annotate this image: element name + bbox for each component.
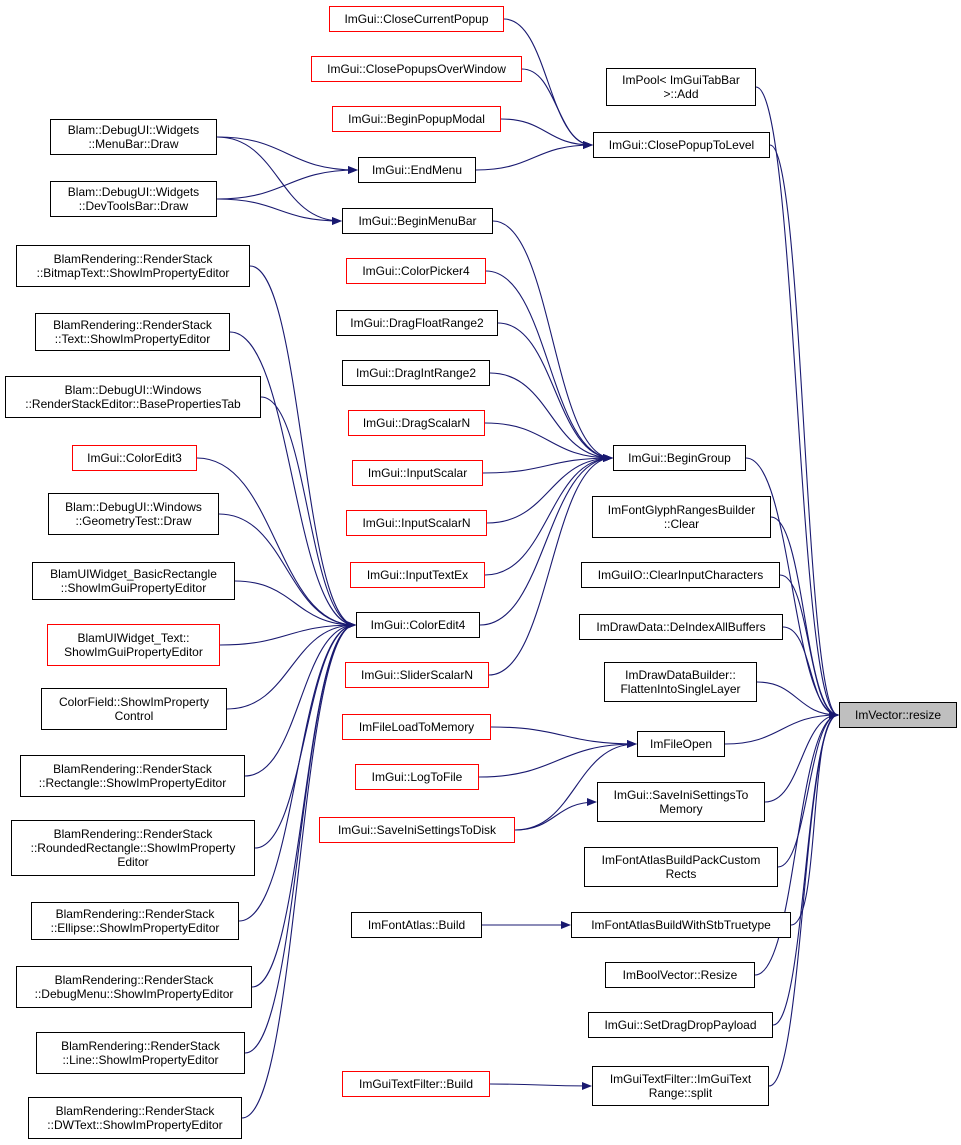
edge-inputscalarn-to-begingroup bbox=[486, 454, 613, 524]
edge-devtoolsbar-draw-to-beginmenubar bbox=[216, 198, 342, 225]
edge-saveinisettingstodisk-to-fileopen bbox=[514, 740, 637, 831]
edge-logtofile-to-fileopen bbox=[478, 740, 637, 778]
node-basicrectangle-editor[interactable]: BlamUIWidget_BasicRectangle ::ShowImGuiP… bbox=[32, 562, 235, 600]
node-glyphranges-clear[interactable]: ImFontGlyphRangesBuilder ::Clear bbox=[592, 496, 771, 538]
node-coloredit4[interactable]: ImGui::ColorEdit4 bbox=[356, 612, 480, 638]
edge-flattenintosinglelayer-to-imvector-resize bbox=[756, 681, 839, 719]
node-dwtext-editor[interactable]: BlamRendering::RenderStack ::DWText::Sho… bbox=[28, 1097, 242, 1139]
edge-widget-text-editor-to-coloredit4 bbox=[219, 621, 356, 646]
node-saveinisettingstodisk[interactable]: ImGui::SaveIniSettingsToDisk bbox=[319, 817, 515, 843]
edge-beginpopupmodal-to-closepopuptolevel bbox=[500, 118, 593, 149]
node-closepopuptolevel[interactable]: ImGui::ClosePopupToLevel bbox=[593, 132, 770, 158]
node-rectangle-editor[interactable]: BlamRendering::RenderStack ::Rectangle::… bbox=[20, 755, 245, 797]
node-boolvector-resize[interactable]: ImBoolVector::Resize bbox=[605, 962, 755, 988]
edge-dwtext-editor-to-coloredit4 bbox=[241, 621, 356, 1119]
edge-ellipse-editor-to-coloredit4 bbox=[238, 621, 356, 922]
node-coloredit3[interactable]: ImGui::ColorEdit3 bbox=[72, 445, 197, 471]
edge-imguitabbar-add-to-imvector-resize bbox=[755, 86, 839, 719]
node-geometrytest-draw[interactable]: Blam::DebugUI::Windows ::GeometryTest::D… bbox=[48, 493, 219, 535]
edge-inputtextex-to-begingroup bbox=[484, 454, 613, 576]
edge-rectangle-editor-to-coloredit4 bbox=[244, 621, 356, 777]
node-textrange-split[interactable]: ImGuiTextFilter::ImGuiText Range::split bbox=[592, 1066, 769, 1106]
node-roundedrectangle-editor[interactable]: BlamRendering::RenderStack ::RoundedRect… bbox=[11, 820, 255, 876]
node-colorfield-editor[interactable]: ColorField::ShowImProperty Control bbox=[41, 688, 227, 730]
edge-setdragdroppayload-to-imvector-resize bbox=[772, 711, 839, 1026]
node-fontatlas-build[interactable]: ImFontAtlas::Build bbox=[351, 912, 482, 938]
edge-line-editor-to-coloredit4 bbox=[244, 621, 356, 1054]
node-deindexallbuffers[interactable]: ImDrawData::DeIndexAllBuffers bbox=[579, 614, 783, 640]
edge-filelooadtomemory-to-fileopen bbox=[490, 726, 637, 748]
edge-dragscalarn-to-begingroup bbox=[484, 422, 613, 462]
node-closepopupsoverwindow[interactable]: ImGui::ClosePopupsOverWindow bbox=[311, 56, 522, 82]
node-logtofile[interactable]: ImGui::LogToFile bbox=[355, 764, 479, 790]
node-beginmenubar[interactable]: ImGui::BeginMenuBar bbox=[342, 208, 493, 234]
node-closecurrentpopup[interactable]: ImGui::CloseCurrentPopup bbox=[329, 6, 504, 32]
node-colorpicker4[interactable]: ImGui::ColorPicker4 bbox=[346, 258, 486, 284]
edge-beginmenubar-to-begingroup bbox=[492, 220, 613, 462]
edge-boolvector-resize-to-imvector-resize bbox=[754, 711, 839, 976]
edge-menubar-draw-to-endmenu bbox=[216, 136, 358, 174]
edge-textfilter-build-to-textrange-split bbox=[489, 1081, 592, 1090]
edge-coloredit3-to-coloredit4 bbox=[196, 457, 356, 629]
edge-debugmenu-editor-to-coloredit4 bbox=[251, 621, 356, 988]
node-beginpopupmodal[interactable]: ImGui::BeginPopupModal bbox=[332, 106, 501, 132]
node-debugmenu-editor[interactable]: BlamRendering::RenderStack ::DebugMenu::… bbox=[16, 966, 252, 1008]
node-flattenintosinglelayer[interactable]: ImDrawDataBuilder:: FlattenIntoSingleLay… bbox=[604, 662, 757, 702]
node-devtoolsbar-draw[interactable]: Blam::DebugUI::Widgets ::DevToolsBar::Dr… bbox=[50, 181, 217, 217]
node-inputscalarn[interactable]: ImGui::InputScalarN bbox=[346, 510, 487, 536]
node-sliderscalarn[interactable]: ImGui::SliderScalarN bbox=[345, 662, 489, 688]
edge-geometrytest-draw-to-coloredit4 bbox=[218, 513, 356, 629]
node-saveinisettingstomemory[interactable]: ImGui::SaveIniSettingsTo Memory bbox=[597, 782, 765, 822]
node-inputtextex[interactable]: ImGui::InputTextEx bbox=[350, 562, 485, 588]
edge-saveinisettingstomemory-to-imvector-resize bbox=[764, 711, 839, 803]
node-bitmaptext-editor[interactable]: BlamRendering::RenderStack ::BitmapText:… bbox=[16, 245, 250, 287]
node-basepropertiestab[interactable]: Blam::DebugUI::Windows ::RenderStackEdit… bbox=[5, 376, 261, 418]
edge-closepopuptolevel-to-imvector-resize bbox=[769, 144, 839, 719]
edge-inputscalar-to-begingroup bbox=[482, 454, 613, 474]
edge-devtoolsbar-draw-to-endmenu bbox=[216, 166, 358, 200]
node-textfilter-build[interactable]: ImGuiTextFilter::Build bbox=[342, 1071, 490, 1097]
edge-fileopen-to-imvector-resize bbox=[724, 711, 839, 745]
edge-closepopupsoverwindow-to-closepopuptolevel bbox=[521, 68, 593, 149]
node-ellipse-editor[interactable]: BlamRendering::RenderStack ::Ellipse::Sh… bbox=[31, 902, 239, 940]
edge-basicrectangle-editor-to-coloredit4 bbox=[234, 580, 356, 629]
node-buildwithstbtruetype[interactable]: ImFontAtlasBuildWithStbTruetype bbox=[571, 912, 791, 938]
node-endmenu[interactable]: ImGui::EndMenu bbox=[358, 157, 476, 183]
node-text-editor[interactable]: BlamRendering::RenderStack ::Text::ShowI… bbox=[35, 313, 230, 351]
edge-textrange-split-to-imvector-resize bbox=[768, 711, 839, 1087]
edge-sliderscalarn-to-begingroup bbox=[488, 454, 613, 676]
node-dragfloatrange2[interactable]: ImGui::DragFloatRange2 bbox=[336, 310, 498, 336]
node-widget-text-editor[interactable]: BlamUIWidget_Text:: ShowImGuiPropertyEdi… bbox=[47, 624, 220, 666]
edge-basepropertiestab-to-coloredit4 bbox=[260, 396, 356, 629]
node-inputscalar[interactable]: ImGui::InputScalar bbox=[352, 460, 483, 486]
node-setdragdroppayload[interactable]: ImGui::SetDragDropPayload bbox=[588, 1012, 773, 1038]
node-line-editor[interactable]: BlamRendering::RenderStack ::Line::ShowI… bbox=[36, 1032, 245, 1074]
node-imvector-resize[interactable]: ImVector::resize bbox=[839, 702, 957, 728]
node-fileopen[interactable]: ImFileOpen bbox=[637, 731, 725, 757]
node-imguitabbar-add[interactable]: ImPool< ImGuiTabBar >::Add bbox=[606, 68, 756, 106]
node-dragscalarn[interactable]: ImGui::DragScalarN bbox=[348, 410, 485, 436]
node-menubar-draw[interactable]: Blam::DebugUI::Widgets ::MenuBar::Draw bbox=[50, 119, 217, 155]
edge-colorpicker4-to-begingroup bbox=[485, 270, 613, 462]
edge-closecurrentpopup-to-closepopuptolevel bbox=[503, 18, 593, 149]
edges bbox=[196, 18, 839, 1119]
edge-colorfield-editor-to-coloredit4 bbox=[226, 621, 356, 710]
edge-bitmaptext-editor-to-coloredit4 bbox=[249, 265, 356, 629]
node-buildpackcustomrects[interactable]: ImFontAtlasBuildPackCustom Rects bbox=[584, 847, 778, 887]
node-dragintrange2[interactable]: ImGui::DragIntRange2 bbox=[342, 360, 490, 386]
edge-buildpackcustomrects-to-imvector-resize bbox=[777, 711, 839, 868]
edge-saveinisettingstodisk-to-saveinisettingstomemory bbox=[514, 798, 597, 831]
edge-endmenu-to-closepopuptolevel bbox=[475, 141, 593, 171]
edge-buildwithstbtruetype-to-imvector-resize bbox=[790, 711, 839, 926]
edge-dragintrange2-to-begingroup bbox=[489, 372, 613, 462]
node-begingroup[interactable]: ImGui::BeginGroup bbox=[613, 445, 746, 471]
edge-text-editor-to-coloredit4 bbox=[229, 331, 356, 629]
node-filelooadtomemory[interactable]: ImFileLoadToMemory bbox=[342, 714, 491, 740]
edge-clearinputcharacters-to-imvector-resize bbox=[779, 574, 839, 719]
edge-coloredit4-to-begingroup bbox=[479, 454, 613, 626]
edge-dragfloatrange2-to-begingroup bbox=[497, 322, 613, 462]
node-clearinputcharacters[interactable]: ImGuiIO::ClearInputCharacters bbox=[581, 562, 780, 588]
edge-menubar-draw-to-beginmenubar bbox=[216, 136, 342, 225]
